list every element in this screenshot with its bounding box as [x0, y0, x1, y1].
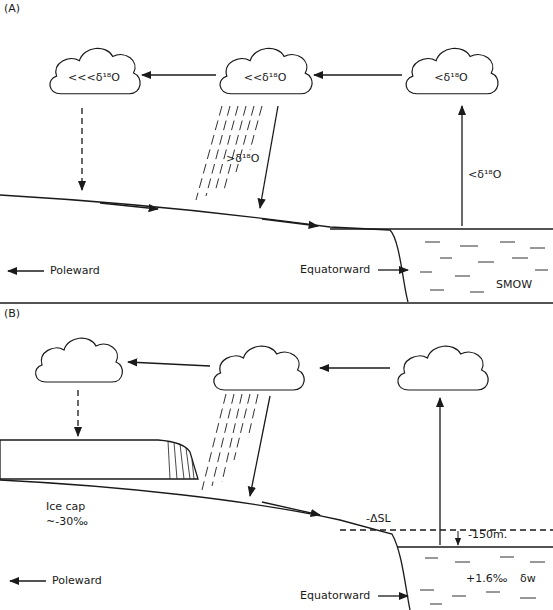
isotope-label: <δ¹⁸O: [434, 71, 467, 84]
cloud-node: <<<δ¹⁸O: [42, 40, 146, 102]
text-label: Poleward: [52, 574, 102, 587]
precipitation-arrow: [250, 396, 270, 496]
direction-arrow: [378, 269, 408, 270]
cloud-text-box: <<δ¹⁸O: [212, 40, 318, 102]
text-label: Ice cap: [46, 500, 85, 513]
ice-cap: [0, 440, 198, 479]
cloud-shape: [406, 48, 498, 93]
cloud: [398, 346, 488, 390]
sea-surface: [330, 228, 553, 229]
cloud-shape: [220, 48, 312, 93]
isotope-label: <<δ¹⁸O: [244, 71, 287, 84]
text-label: +1.6‰: [466, 572, 507, 585]
text-label: (B): [4, 307, 20, 320]
rain-line: [250, 106, 262, 150]
water-dashes: [420, 557, 545, 604]
runoff-arrow: [100, 203, 158, 209]
text-label: ~-30‰: [46, 515, 88, 528]
cloud-text-box: <δ¹⁸O: [398, 40, 504, 102]
precipitation-arrow: [260, 106, 278, 208]
rain-line: [212, 394, 234, 486]
direction-arrow: [378, 595, 408, 596]
text-label: (A): [4, 2, 20, 15]
sea-level-drop-arrow: [458, 531, 459, 545]
vapour-transport-arrow: [142, 74, 216, 75]
snowfall-arrow: [81, 108, 82, 190]
direction-arrow: [8, 270, 44, 271]
cloud-node: <<δ¹⁸O: [212, 40, 318, 102]
runoff-arrow: [262, 219, 318, 226]
sea-surface: [397, 546, 553, 547]
text-label: Equatorward: [300, 589, 370, 602]
cloud-text-box: <<<δ¹⁸O: [42, 40, 146, 102]
ice-striations: [168, 441, 194, 479]
rain-streaks: [196, 106, 262, 200]
rain-streaks: [202, 394, 258, 490]
vapour-arrow: [128, 362, 210, 366]
cloud-node: <δ¹⁸O: [398, 40, 504, 102]
isotope-label: <<<δ¹⁸O: [68, 71, 120, 84]
text-label: Poleward: [50, 264, 100, 277]
text-label: SMOW: [496, 278, 532, 291]
snowfall-arrow: [77, 390, 78, 436]
direction-arrow: [10, 580, 46, 581]
text-label: -ΔSL: [366, 512, 391, 525]
water-hatching: [420, 242, 548, 292]
panel-divider: [0, 302, 553, 303]
text-label: -150m.: [468, 528, 507, 541]
text-label: <δ¹⁸O: [468, 168, 501, 181]
rain-line: [248, 394, 258, 438]
land-surface: [0, 480, 410, 610]
water-hatching: [420, 557, 545, 604]
vapour-arrow: [320, 367, 390, 368]
cloud: [214, 346, 304, 390]
text-label: >δ¹⁸O: [226, 152, 259, 165]
runoff-arrow: [262, 502, 320, 515]
ice-face: [168, 441, 194, 479]
land-surface: [0, 195, 408, 302]
cloud: [36, 338, 123, 382]
rain-line: [234, 394, 250, 460]
rain-line: [224, 106, 246, 190]
panel-a: [0, 106, 553, 302]
former-sea-level: [340, 529, 553, 530]
panel-b: [0, 338, 553, 610]
text-label: δw: [520, 572, 536, 585]
vapour-transport-arrow: [314, 74, 402, 75]
cloud-shape: [50, 48, 140, 93]
text-label: Equatorward: [300, 263, 370, 276]
evaporation-arrow: [439, 398, 440, 545]
evaporation-arrow: [461, 106, 462, 226]
water-dashes: [420, 242, 548, 292]
